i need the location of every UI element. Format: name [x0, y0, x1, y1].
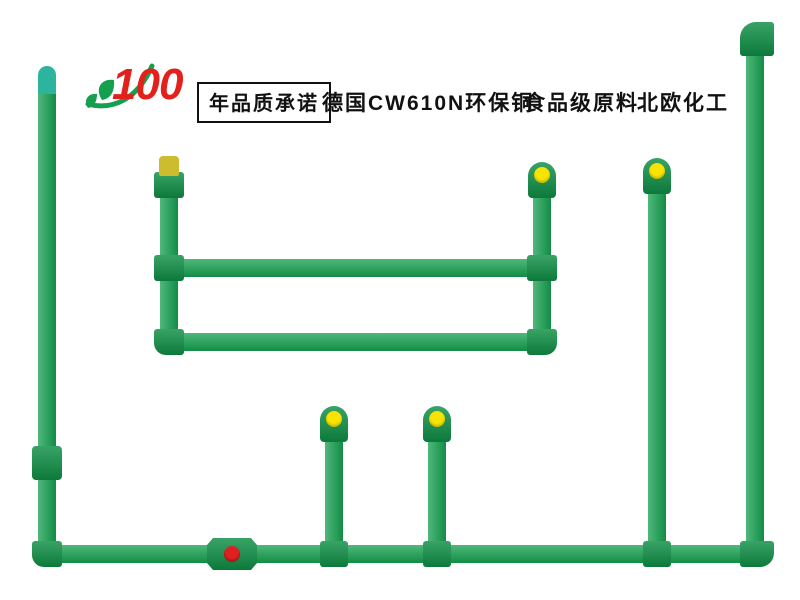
valve-red-handle: [224, 546, 240, 562]
slogan-box: 年品质承诺: [197, 82, 331, 123]
riser-c-pipe: [648, 190, 666, 545]
yellow-cap-riser-b: [429, 411, 445, 427]
tee-riser-a: [320, 541, 348, 567]
claim-german-copper: 德国CW610N环保铜: [322, 92, 535, 115]
loop-bottom-right-elbow: [527, 329, 557, 355]
claim-nordic-chemical: 北欧化工: [637, 92, 729, 115]
tee-riser-c: [643, 541, 671, 567]
logo-number: 100: [112, 60, 183, 109]
loop-left-tee: [154, 255, 184, 281]
left-riser-pipe: [38, 90, 56, 545]
yellow-cap-riser-a: [326, 411, 342, 427]
teal-end-cap: [38, 66, 56, 94]
leaf-swoosh-icon: [85, 63, 155, 109]
loop-bottom-pipe: [160, 333, 551, 351]
loop-top-pipe: [160, 259, 551, 277]
yellow-cap-loop: [534, 167, 550, 183]
ball-valve-body: [207, 538, 257, 570]
left-riser-coupling: [32, 446, 62, 480]
riser-b-pipe: [428, 438, 446, 545]
brass-cap: [159, 156, 179, 176]
yellow-cap-riser-c: [649, 163, 665, 179]
loop-bottom-left-elbow: [154, 329, 184, 355]
male-adapter-fitting: [154, 172, 184, 198]
bottom-main-pipe: [56, 545, 742, 563]
right-riser-pipe: [746, 52, 764, 545]
loop-socket-end: [528, 162, 556, 198]
claim-food-grade: 食品级原料: [524, 92, 639, 115]
bottom-right-elbow: [740, 541, 774, 567]
tee-riser-b: [423, 541, 451, 567]
bottom-left-elbow: [32, 541, 62, 567]
riser-a-pipe: [325, 438, 343, 545]
top-right-elbow: [740, 22, 774, 56]
loop-right-tee: [527, 255, 557, 281]
